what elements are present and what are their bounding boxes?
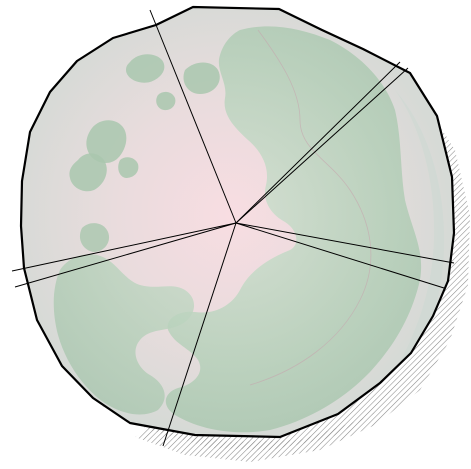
globe-icon: [0, 0, 471, 469]
globe-illustration: [0, 0, 471, 469]
